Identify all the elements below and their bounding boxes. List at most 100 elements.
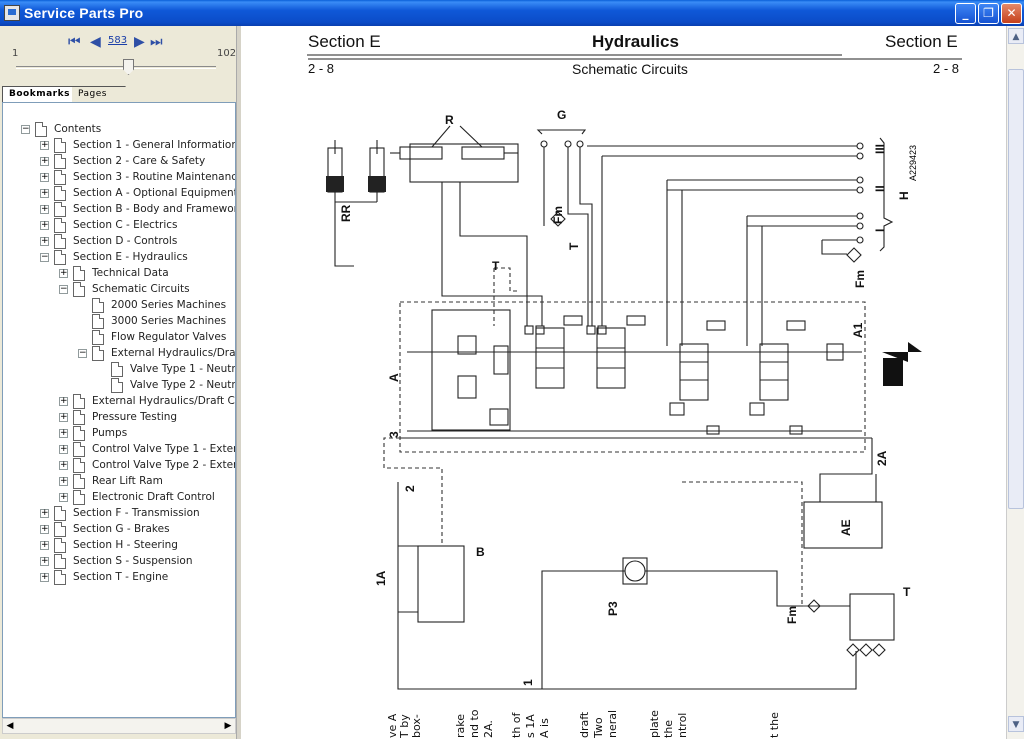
page-slider-track[interactable] bbox=[16, 66, 216, 69]
bookmark-label: Section S - Suspension bbox=[73, 555, 193, 567]
expand-icon[interactable]: + bbox=[40, 236, 49, 246]
body-text-fragment: 2A. bbox=[482, 720, 495, 738]
bookmark-item[interactable]: Valve Type 2 - Neutra bbox=[3, 378, 235, 394]
prev-page-icon[interactable]: ◀ bbox=[90, 34, 101, 50]
bookmark-item[interactable]: −Section E - Hydraulics bbox=[3, 250, 235, 266]
scroll-down-icon[interactable]: ▼ bbox=[1008, 716, 1024, 732]
range-max: 102 bbox=[217, 48, 237, 59]
bookmark-label: Control Valve Type 2 - Externa bbox=[92, 459, 236, 471]
close-button[interactable]: ✕ bbox=[1001, 3, 1022, 24]
bookmark-item[interactable]: −Schematic Circuits bbox=[3, 282, 235, 298]
bookmark-item[interactable]: +Section 1 - General Information bbox=[3, 138, 235, 154]
drain-lines bbox=[383, 437, 803, 546]
tab-bookmarks[interactable]: Bookmarks bbox=[2, 86, 77, 102]
bookmark-item[interactable]: +Control Valve Type 1 - Externa bbox=[3, 442, 235, 458]
last-page-icon[interactable]: ⏭ bbox=[150, 34, 163, 50]
bookmark-item[interactable]: Flow Regulator Valves bbox=[3, 330, 235, 346]
bookmark-item[interactable]: −Contents bbox=[3, 122, 235, 138]
expand-icon[interactable]: + bbox=[59, 428, 68, 438]
expand-icon[interactable]: + bbox=[59, 476, 68, 486]
scroll-thumb[interactable] bbox=[1008, 69, 1024, 509]
bookmark-item[interactable]: +Section B - Body and Framework bbox=[3, 202, 235, 218]
scroll-up-icon[interactable]: ▲ bbox=[1008, 28, 1024, 44]
bookmark-item[interactable]: + Electronic Draft Control bbox=[3, 490, 235, 506]
bookmark-item[interactable]: +Rear Lift Ram bbox=[3, 474, 235, 490]
expand-icon[interactable]: + bbox=[40, 524, 49, 534]
bookmark-item[interactable]: +Section 2 - Care & Safety bbox=[3, 154, 235, 170]
bookmark-item[interactable]: +Technical Data bbox=[3, 266, 235, 282]
page-number-link[interactable]: 583 bbox=[108, 35, 128, 46]
bookmark-item[interactable]: +Section G - Brakes bbox=[3, 522, 235, 538]
expand-icon[interactable]: + bbox=[59, 460, 68, 470]
page-icon bbox=[54, 186, 66, 201]
expand-icon[interactable]: + bbox=[40, 220, 49, 230]
svg-text:2: 2 bbox=[403, 485, 417, 492]
expand-icon[interactable]: + bbox=[40, 572, 49, 582]
collapse-icon[interactable]: − bbox=[21, 124, 30, 134]
document-vertical-scrollbar[interactable]: ▲ ▼ bbox=[1006, 26, 1024, 739]
next-page-icon[interactable]: ▶ bbox=[134, 34, 145, 50]
bookmark-item[interactable]: + Section S - Suspension bbox=[3, 554, 235, 570]
bookmark-item[interactable]: +Section H - Steering bbox=[3, 538, 235, 554]
svg-text:A1: A1 bbox=[851, 322, 865, 338]
bookmark-item[interactable]: −External Hydraulics/Draft C bbox=[3, 346, 235, 362]
bookmark-item[interactable]: +Section F - Transmission bbox=[3, 506, 235, 522]
expand-icon[interactable]: + bbox=[40, 540, 49, 550]
minimize-button[interactable]: _ bbox=[955, 3, 976, 24]
svg-text:AE: AE bbox=[839, 519, 853, 536]
page-icon bbox=[54, 554, 66, 569]
bookmark-item[interactable]: +Section C - Electrics bbox=[3, 218, 235, 234]
scroll-right-icon[interactable]: ▶ bbox=[224, 721, 232, 731]
expand-icon[interactable]: + bbox=[40, 508, 49, 518]
expand-icon[interactable]: + bbox=[40, 188, 49, 198]
tree-horizontal-scrollbar[interactable]: ◀ ▶ bbox=[2, 718, 236, 734]
first-page-icon[interactable]: ⏮ bbox=[68, 34, 81, 50]
tab-pages[interactable]: Pages bbox=[72, 86, 134, 102]
body-text-fragment: draft bbox=[578, 711, 591, 738]
bookmark-item[interactable]: +Section D - Controls bbox=[3, 234, 235, 250]
bookmark-item[interactable]: +Section T - Engine bbox=[3, 570, 235, 586]
scroll-left-icon[interactable]: ◀ bbox=[6, 721, 14, 731]
svg-text:Fm: Fm bbox=[785, 606, 799, 624]
expand-icon[interactable]: + bbox=[40, 204, 49, 214]
bookmark-item[interactable]: Valve Type 1 - Neutra bbox=[3, 362, 235, 378]
bookmark-item[interactable]: + Section 3 - Routine Maintenance bbox=[3, 170, 236, 186]
page-icon bbox=[111, 378, 123, 393]
bookmark-item[interactable]: +Section A - Optional Equipment bbox=[3, 186, 235, 202]
pane-splitter[interactable] bbox=[236, 26, 242, 739]
body-text-fragment: nd to bbox=[468, 709, 481, 739]
ae-box bbox=[803, 501, 883, 549]
expand-icon[interactable]: + bbox=[40, 140, 49, 150]
maximize-button[interactable]: ❐ bbox=[978, 3, 999, 24]
body-text-fragment: s 1A bbox=[524, 714, 537, 738]
bookmark-item[interactable]: + External Hydraulics/Draft Cont bbox=[3, 394, 235, 410]
bookmark-label: External Hydraulics/Draft Cont bbox=[92, 395, 235, 407]
bookmark-label: Section 3 - Routine Maintenance bbox=[73, 171, 236, 183]
expand-icon[interactable]: + bbox=[40, 556, 49, 566]
svg-text:Fm: Fm bbox=[551, 206, 565, 224]
expand-icon[interactable]: + bbox=[59, 444, 68, 454]
svg-text:P3: P3 bbox=[606, 601, 620, 616]
svg-text:A: A bbox=[387, 373, 401, 382]
bookmark-item[interactable]: + Control Valve Type 2 - Externa bbox=[3, 458, 236, 474]
expand-icon[interactable]: + bbox=[40, 156, 49, 166]
collapse-icon[interactable]: − bbox=[40, 252, 49, 262]
bookmark-item[interactable]: +Pumps bbox=[3, 426, 235, 442]
expand-icon[interactable]: + bbox=[59, 396, 68, 406]
bookmark-item[interactable]: +Pressure Testing bbox=[3, 410, 235, 426]
valve-bank bbox=[399, 301, 866, 453]
ram-lines bbox=[334, 182, 543, 326]
bookmark-item[interactable]: 2000 Series Machines bbox=[3, 298, 235, 314]
expand-icon[interactable]: + bbox=[40, 172, 49, 182]
bookmark-label: Electronic Draft Control bbox=[92, 491, 215, 503]
expand-icon[interactable]: + bbox=[59, 492, 68, 502]
bookmark-item[interactable]: 3000 Series Machines bbox=[3, 314, 235, 330]
collapse-icon[interactable]: − bbox=[78, 348, 87, 358]
page-slider-thumb[interactable] bbox=[123, 59, 134, 75]
section-left: Section E bbox=[308, 32, 381, 51]
expand-icon[interactable]: + bbox=[59, 268, 68, 278]
expand-icon[interactable]: + bbox=[59, 412, 68, 422]
collapse-icon[interactable]: − bbox=[59, 284, 68, 294]
body-text-fragment: neral bbox=[606, 709, 619, 738]
rear-rams bbox=[326, 140, 386, 216]
